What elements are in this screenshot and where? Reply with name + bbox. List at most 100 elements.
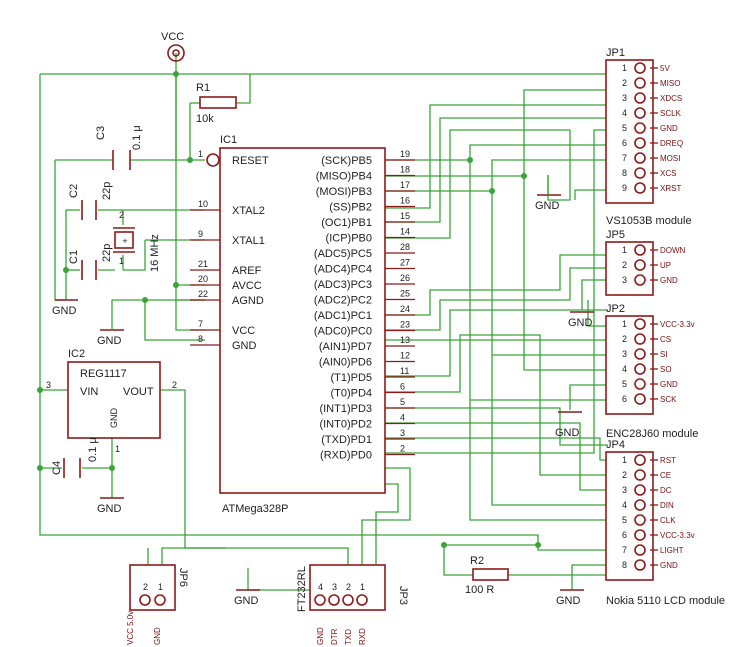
ic1-pin-number: 22 xyxy=(198,289,208,299)
jp1-pin-number: 3 xyxy=(622,93,627,103)
jp1-pin-label: XDCS xyxy=(660,94,682,103)
jp3-pin-number: 2 xyxy=(346,582,351,592)
ic1-pin-number: 7 xyxy=(198,319,203,329)
jp2-pin-number: 3 xyxy=(622,349,627,359)
ic1-pin-label: (ADC0)PC0 xyxy=(314,326,372,338)
ic1-pin-number: 19 xyxy=(400,149,410,159)
jp3-pin-number: 3 xyxy=(332,582,337,592)
jp2-pin-label: CS xyxy=(660,335,671,344)
ic1-pin-number: 16 xyxy=(400,196,410,206)
jp6-name: JP6 xyxy=(177,568,189,587)
ic1-left-pins: RESET1XTAL210XTAL19AREF21AVCC20AGND22VCC… xyxy=(190,149,269,352)
jp5-pin-number: 2 xyxy=(622,260,627,270)
ic1-pin-number: 13 xyxy=(400,335,410,345)
jp2-name: JP2 xyxy=(606,303,625,315)
jp2-pin-label: SI xyxy=(660,350,668,359)
c1-name: C1 xyxy=(68,250,80,264)
ic1-atmega328p: IC1 ATMega328P RESET1XTAL210XTAL19AREF21… xyxy=(190,134,415,515)
r1-name: R1 xyxy=(196,82,210,94)
jp2-pin-number: 1 xyxy=(622,319,627,329)
ic1-pin-number: 1 xyxy=(198,149,203,159)
jp2-pin-label: GND xyxy=(660,380,678,389)
capacitor-c3: C3 0.1 μ xyxy=(95,125,143,170)
jp1-pin-label: MISO xyxy=(660,79,680,88)
ic1-pin-vcc: VCC 7 xyxy=(190,319,255,337)
ic1-part: ATMega328P xyxy=(222,503,288,515)
jp4-pin-number: 7 xyxy=(622,545,627,555)
c1-value: 22p xyxy=(101,244,113,262)
ic1-pin-number: 18 xyxy=(400,165,410,175)
ic1-pin-misopb4: (MISO)PB4 18 xyxy=(316,165,415,183)
jp4-pin-label: GND xyxy=(660,561,678,570)
jp4-pin-number: 2 xyxy=(622,470,627,480)
crystal-q1: 2 1 + 16 MHz xyxy=(113,210,161,272)
ic1-pin-label: (ADC3)PC3 xyxy=(314,279,372,291)
jp3-part: FT232RL xyxy=(296,566,308,612)
jp1-pin-number: 7 xyxy=(622,153,627,163)
c4-value: 0.1 μ xyxy=(87,437,99,462)
jp4-title: Nokia 5110 LCD module xyxy=(606,595,725,607)
ic1-pin-number: 15 xyxy=(400,211,410,221)
jp4-pin-label: RST xyxy=(660,456,676,465)
ic1-pin-label: (MISO)PB4 xyxy=(316,171,372,183)
resistor-r2: R2 100 R xyxy=(465,555,509,596)
svg-text:GND: GND xyxy=(535,200,560,212)
gnd-symbols: GND GND GND GND GND GND GND xyxy=(52,175,594,607)
ic1-pin-number: 11 xyxy=(400,366,409,376)
jp4-pin-number: 3 xyxy=(622,485,627,495)
gnd-symbol-crystal: GND xyxy=(52,299,78,317)
jp5-pin-number: 1 xyxy=(622,245,627,255)
capacitor-c1: C1 22p xyxy=(68,244,113,280)
jp6-pin-number: 2 xyxy=(143,582,148,592)
jp2-pin-number: 6 xyxy=(622,394,627,404)
vcc-label: VCC xyxy=(161,31,184,43)
ic1-pin-label: (INT0)PD2 xyxy=(319,419,372,431)
ic1-pin-label: VCC xyxy=(232,325,255,337)
jp2-pin-label: VCC-3.3v xyxy=(660,320,695,329)
jp2-pin-3: 3 SI xyxy=(622,348,668,360)
jp4-pin-number: 6 xyxy=(622,530,627,540)
jp1-pin-number: 4 xyxy=(622,108,627,118)
c3-value: 0.1 μ xyxy=(131,125,143,150)
ic1-pin-number: 12 xyxy=(400,351,410,361)
jp1-title: VS1053B module xyxy=(606,215,692,227)
jp2-title: ENC28J60 module xyxy=(606,428,698,440)
ic2-vin: VIN xyxy=(80,386,98,398)
crystal-value: 16 MHz xyxy=(149,234,161,272)
jp1-pin-number: 1 xyxy=(622,63,627,73)
svg-text:2: 2 xyxy=(119,210,124,220)
jp6-pin-number: 1 xyxy=(158,582,163,592)
